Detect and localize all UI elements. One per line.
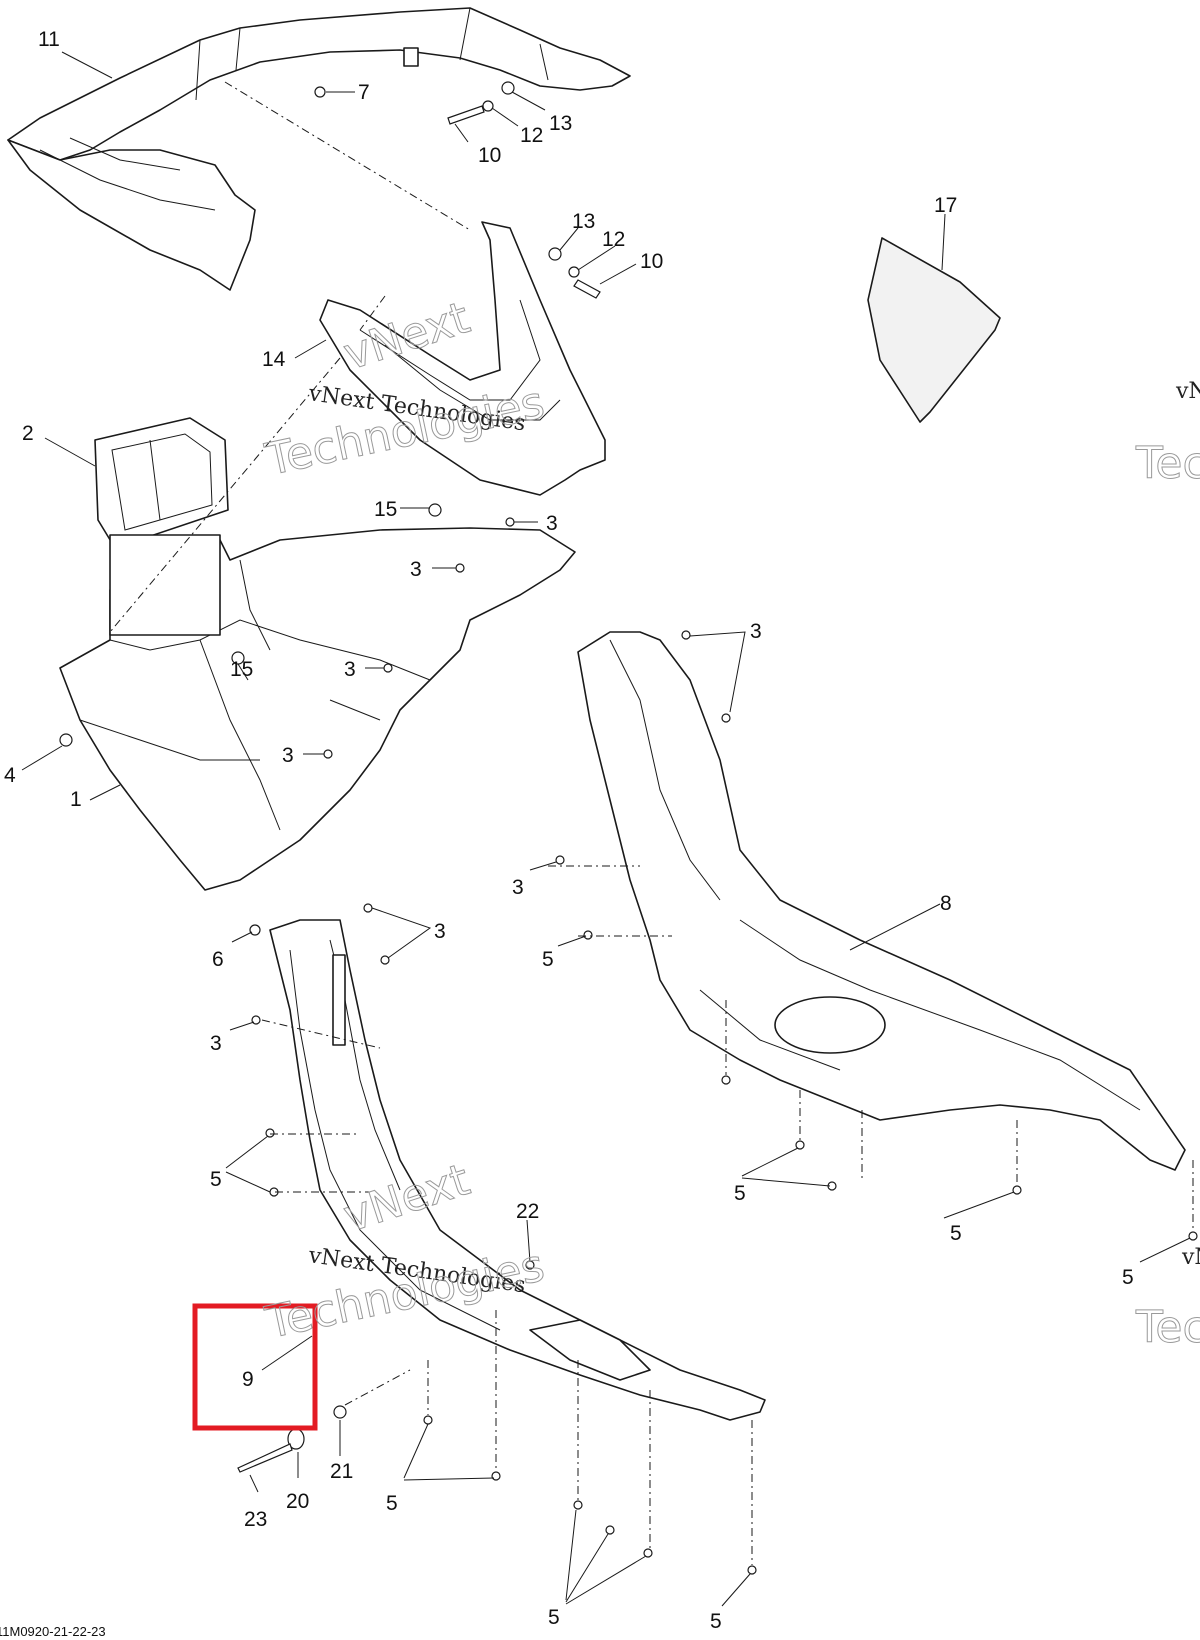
callout-15: 15 [374,498,397,521]
leader-lines [21,51,1191,1607]
callout-labels: 11 7 13 12 10 13 12 10 17 14 2 15 3 3 3 … [4,28,1134,1633]
callout-20: 20 [286,1490,309,1513]
callout-3: 3 [546,512,558,535]
callout-3: 3 [344,658,356,681]
callout-5: 5 [542,948,554,971]
callout-5: 5 [710,1610,722,1633]
callout-3: 3 [434,920,446,943]
callout-5: 5 [950,1222,962,1245]
watermark-text-4: vNext Technologies [1181,1245,1200,1270]
part-11-upper-body-panel [7,7,631,291]
part-2-window-insert [94,417,229,549]
callout-9: 9 [242,1368,254,1391]
callout-3: 3 [210,1032,222,1055]
callout-22: 22 [516,1200,539,1223]
drawing-reference-code: 11M0920-21-22-23 [0,1624,106,1639]
part-1-lower-body-tub [59,527,576,891]
callout-2: 2 [22,422,34,445]
callout-3: 3 [282,744,294,767]
callout-8: 8 [940,892,952,915]
callout-5: 5 [1122,1266,1134,1289]
callout-21: 21 [330,1460,353,1483]
callout-17: 17 [934,194,957,217]
part-14-v-bracket [319,221,606,496]
callout-10: 10 [478,144,501,167]
callout-5: 5 [734,1182,746,1205]
callout-9-highlight-box[interactable] [192,1303,318,1431]
hardware [59,81,1198,1575]
watermark-text-3: vNext Technologies [1175,379,1200,404]
watermark-outline-3: Technologies [1135,438,1200,489]
assembly-lines [109,81,1194,1565]
part-9-lower-side-rail [269,919,766,1421]
callout-13: 13 [572,210,595,233]
callout-1: 1 [70,788,82,811]
callout-3: 3 [410,558,422,581]
callout-6: 6 [212,948,224,971]
callout-5: 5 [210,1168,222,1191]
callout-10: 10 [640,250,663,273]
callout-7: 7 [358,81,370,104]
watermark-outline-4: Technologies [1135,1302,1200,1353]
callout-4: 4 [4,764,16,787]
callout-12: 12 [520,124,543,147]
callout-13: 13 [549,112,572,135]
callout-23: 23 [244,1508,267,1531]
callout-15: 15 [230,658,253,681]
callout-14: 14 [262,348,286,371]
part-17-side-pad [867,237,1001,423]
callout-5: 5 [548,1606,560,1629]
callout-3: 3 [512,876,524,899]
callout-5: 5 [386,1492,398,1515]
callout-11: 11 [38,28,60,51]
callout-12: 12 [602,228,625,251]
part-8-side-panel [577,631,1186,1171]
callout-3: 3 [750,620,762,643]
